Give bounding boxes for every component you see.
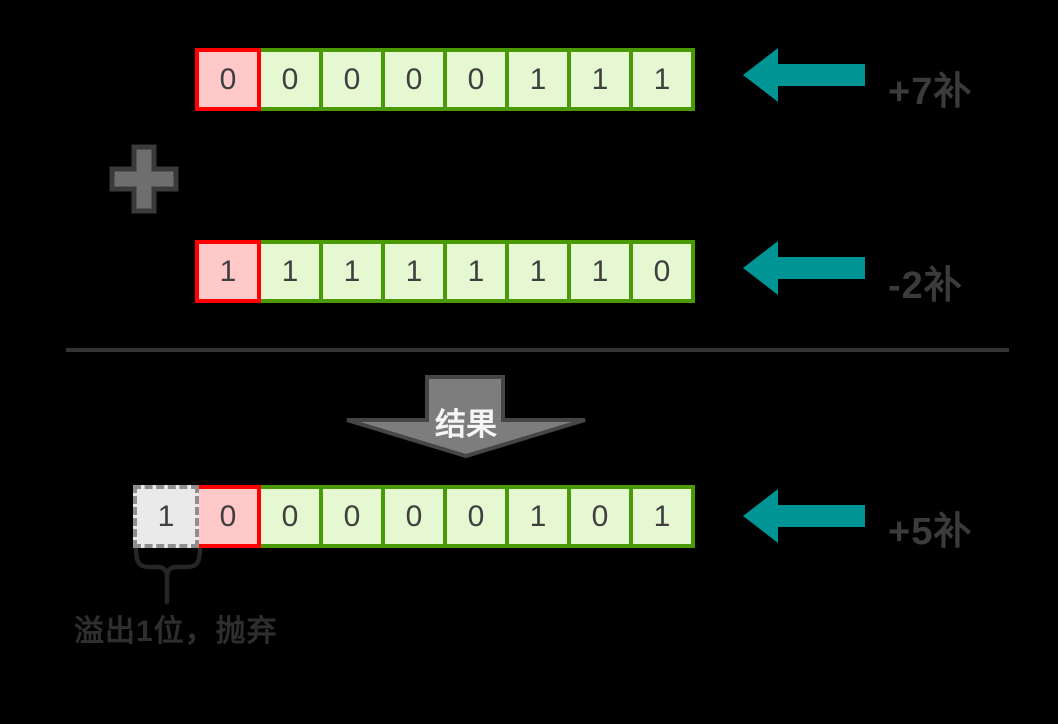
bit-cell: 0 <box>319 48 385 111</box>
plus-shape <box>109 144 179 214</box>
overflow-bit-cell: 1 <box>133 485 199 548</box>
brace-path <box>133 547 203 605</box>
bit-cell: 1 <box>381 240 447 303</box>
sign-bit-cell: 0 <box>195 485 261 548</box>
bit-cell: 1 <box>629 48 695 111</box>
bit-cell: 1 <box>567 48 633 111</box>
overflow-note: 溢出1位，抛弃 <box>74 615 278 648</box>
bit-cell: 0 <box>381 485 447 548</box>
down-arrow-shape <box>346 375 586 459</box>
result-label: +5补 <box>888 511 973 553</box>
bit-cell: 1 <box>567 240 633 303</box>
overflow-brace <box>133 547 203 605</box>
bit-cell: 1 <box>257 240 323 303</box>
operand-b-label: -2补 <box>888 265 963 307</box>
bit-cell: 0 <box>381 48 447 111</box>
bit-cell: 1 <box>629 485 695 548</box>
left-arrow-shape <box>743 489 865 543</box>
bit-cell: 1 <box>443 240 509 303</box>
bit-cell: 1 <box>505 48 571 111</box>
bit-cell: 0 <box>629 240 695 303</box>
left-arrow-icon <box>743 489 865 543</box>
bit-cell: 1 <box>319 240 385 303</box>
bit-cell: 0 <box>319 485 385 548</box>
bit-cell: 0 <box>257 48 323 111</box>
operand-a-label: +7补 <box>888 71 973 113</box>
left-arrow-shape <box>743 48 865 102</box>
left-arrow-icon <box>743 48 865 102</box>
left-arrow-icon <box>743 241 865 295</box>
result-arrow-label: 结果 <box>435 407 497 442</box>
bit-cell: 0 <box>443 485 509 548</box>
result-arrow-icon <box>346 375 586 459</box>
sign-bit-cell: 0 <box>195 48 261 111</box>
bit-cell: 1 <box>505 240 571 303</box>
bit-cell: 0 <box>257 485 323 548</box>
sign-bit-cell: 1 <box>195 240 261 303</box>
divider-line <box>66 348 1009 352</box>
plus-operator-icon <box>109 144 179 214</box>
bit-cell: 0 <box>567 485 633 548</box>
bit-cell: 1 <box>505 485 571 548</box>
bit-cell: 0 <box>443 48 509 111</box>
left-arrow-shape <box>743 241 865 295</box>
